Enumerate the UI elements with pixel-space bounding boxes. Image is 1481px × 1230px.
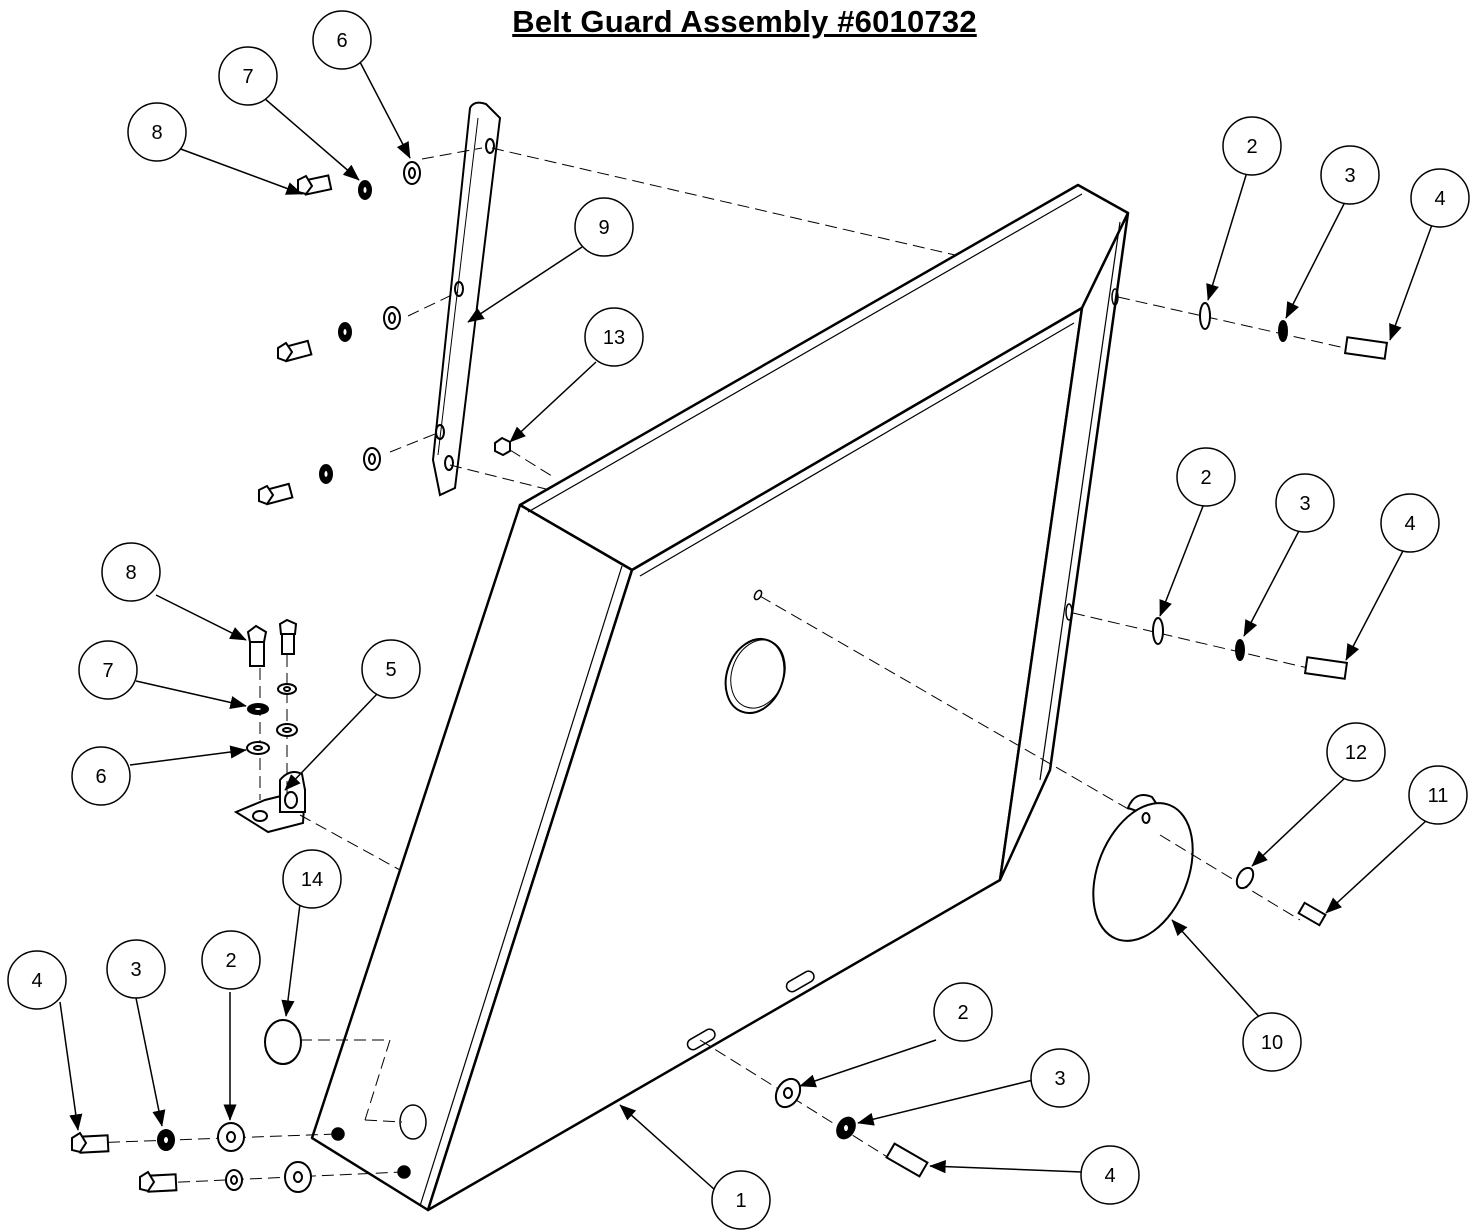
svg-text:8: 8 bbox=[151, 122, 162, 144]
callout-2: 2 bbox=[933, 982, 993, 1042]
callout-4: 4 bbox=[1410, 168, 1470, 228]
callout-9: 9 bbox=[574, 197, 634, 257]
callout-7: 7 bbox=[78, 640, 138, 700]
callout-4: 4 bbox=[1380, 493, 1440, 553]
svg-text:6: 6 bbox=[95, 766, 106, 788]
svg-text:3: 3 bbox=[130, 959, 141, 981]
svg-text:3: 3 bbox=[1054, 1068, 1065, 1090]
callouts: 1 2 2 2 2 3 3 3 3 4 4 4 4 5 6 6 7 7 8 8 … bbox=[7, 10, 1470, 1230]
svg-text:5: 5 bbox=[385, 659, 396, 681]
callout-12: 12 bbox=[1326, 722, 1386, 782]
callout-8: 8 bbox=[101, 542, 161, 602]
callout-4: 4 bbox=[1080, 1145, 1140, 1205]
hardware bbox=[71, 161, 1389, 1193]
svg-text:6: 6 bbox=[336, 30, 347, 52]
callout-1: 1 bbox=[711, 1170, 771, 1230]
title-text: Belt Guard Assembly #6010732 bbox=[512, 4, 977, 39]
callout-14: 14 bbox=[282, 849, 342, 909]
diagram-title: Belt Guard Assembly #6010732 bbox=[0, 4, 1481, 40]
svg-text:7: 7 bbox=[102, 660, 113, 682]
callout-3: 3 bbox=[1275, 473, 1335, 533]
svg-text:2: 2 bbox=[1246, 136, 1257, 158]
svg-text:2: 2 bbox=[225, 950, 236, 972]
callout-8: 8 bbox=[127, 102, 187, 162]
svg-text:9: 9 bbox=[598, 217, 609, 239]
svg-text:3: 3 bbox=[1299, 493, 1310, 515]
svg-text:4: 4 bbox=[1434, 188, 1445, 210]
svg-text:8: 8 bbox=[125, 562, 136, 584]
svg-text:10: 10 bbox=[1261, 1032, 1283, 1054]
svg-text:11: 11 bbox=[1428, 785, 1449, 807]
leader-lines bbox=[59, 61, 1434, 1191]
cover-plate bbox=[1092, 794, 1194, 942]
svg-text:4: 4 bbox=[31, 970, 42, 992]
svg-text:4: 4 bbox=[1104, 1165, 1115, 1187]
belt-guard-body bbox=[310, 183, 1130, 1212]
svg-text:4: 4 bbox=[1404, 513, 1415, 535]
callout-3: 3 bbox=[1030, 1048, 1090, 1108]
callout-7: 7 bbox=[218, 46, 278, 106]
callout-6: 6 bbox=[71, 746, 131, 806]
svg-text:1: 1 bbox=[735, 1190, 746, 1212]
svg-text:7: 7 bbox=[242, 66, 253, 88]
callout-2: 2 bbox=[1176, 447, 1236, 507]
mounting-bracket bbox=[431, 101, 502, 497]
assembly-centerlines bbox=[89, 147, 1346, 1184]
svg-text:12: 12 bbox=[1345, 742, 1367, 764]
callout-3: 3 bbox=[106, 939, 166, 999]
callout-2: 2 bbox=[1222, 116, 1282, 176]
callout-3: 3 bbox=[1320, 145, 1380, 205]
callout-11: 11 bbox=[1408, 765, 1468, 825]
callout-13: 13 bbox=[584, 307, 644, 367]
svg-text:3: 3 bbox=[1344, 165, 1355, 187]
callout-6: 6 bbox=[312, 10, 372, 70]
svg-text:14: 14 bbox=[301, 869, 323, 891]
callout-5: 5 bbox=[361, 639, 421, 699]
callout-4: 4 bbox=[7, 950, 67, 1010]
svg-text:2: 2 bbox=[1200, 467, 1211, 489]
callout-10: 10 bbox=[1242, 1012, 1302, 1072]
svg-text:2: 2 bbox=[957, 1002, 968, 1024]
callout-2: 2 bbox=[201, 930, 261, 990]
svg-text:13: 13 bbox=[603, 327, 625, 349]
